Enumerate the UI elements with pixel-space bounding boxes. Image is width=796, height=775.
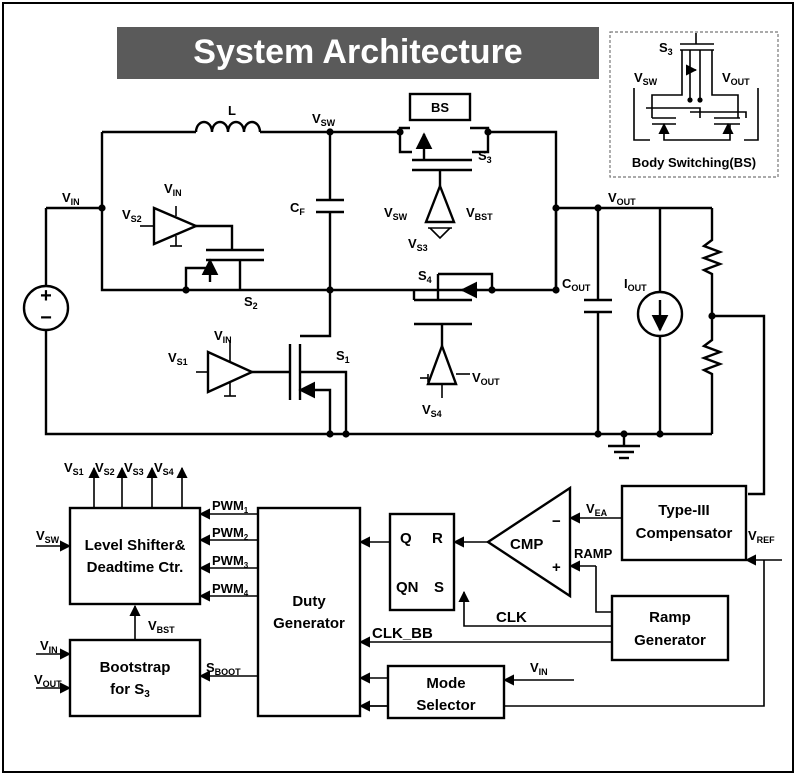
output-vs1: VS1: [64, 460, 84, 477]
inductor-l: [194, 120, 262, 133]
latch-s: S: [434, 579, 444, 596]
resistor-top: [700, 208, 724, 316]
bootstrap-line2: for S3: [110, 681, 150, 700]
s2-label: S2: [244, 294, 258, 311]
ramp-gen-line2: Generator: [634, 632, 706, 649]
bootstrap-vin-label: VIN: [40, 638, 58, 655]
bs-box: [408, 92, 472, 122]
level-shifter-line1: Level Shifter&: [85, 537, 186, 554]
duty-line2: Generator: [273, 615, 345, 632]
vsw-node-label: VSW: [312, 111, 336, 128]
duty-line1: Duty: [292, 593, 326, 610]
vbst-label: VBST: [466, 205, 493, 222]
power-stage: + −: [22, 92, 766, 496]
latch-qn: QN: [396, 579, 419, 596]
output-vs2: VS2: [95, 460, 115, 477]
level-shifter-line2: Deadtime Ctr.: [87, 559, 184, 576]
output-vs3: VS3: [124, 460, 144, 477]
sr-latch-block: [388, 512, 456, 612]
vs1-label: VS1: [168, 350, 188, 367]
vref-label: VREF: [748, 528, 775, 545]
bootstrap-line1: Bootstrap: [100, 659, 171, 676]
inset-vsw-label: VSW: [634, 70, 658, 87]
pwm1-label: PWM1: [212, 498, 249, 515]
bootstrap-block: [68, 638, 202, 718]
voltage-source: [22, 284, 70, 332]
cout-label: COUT: [562, 276, 591, 293]
vea-label: VEA: [586, 501, 608, 518]
pwm4-label: PWM4: [212, 581, 249, 598]
iout-label: IOUT: [624, 276, 647, 293]
s3-label: S3: [478, 148, 492, 165]
compensator-block: [620, 484, 748, 562]
vin-label: VIN: [62, 190, 80, 207]
cf-label: CF: [290, 200, 305, 217]
cmp-minus: −: [552, 513, 561, 530]
compensator-line1: Type-III: [658, 502, 709, 519]
vout-s4-label: VOUT: [472, 370, 500, 387]
level-vsw-label: VSW: [36, 528, 60, 545]
ramp-label: RAMP: [574, 546, 613, 561]
cmp-plus: +: [552, 559, 561, 576]
compensator-line2: Compensator: [636, 525, 733, 542]
body-switching-inset: S3 VSW VOUT Body Switching(BS): [609, 31, 779, 178]
vbst-ctrl-label: VBST: [148, 618, 175, 635]
cmp-label: CMP: [510, 536, 543, 553]
s4-driver: [426, 342, 458, 386]
level-shifter-block: [68, 506, 202, 606]
title: System Architecture: [193, 33, 522, 71]
vin-s2-label: VIN: [164, 181, 182, 198]
inset-caption: Body Switching(BS): [632, 155, 756, 170]
s1-label: S1: [336, 348, 350, 365]
ramp-gen-line1: Ramp: [649, 609, 691, 626]
s3-driver: [424, 182, 456, 224]
control-section: VS1 VS2 VS3 VS4 Level Shifter& Deadtime …: [34, 460, 782, 720]
clk-label: CLK: [496, 609, 527, 626]
inset-vout-label: VOUT: [722, 70, 750, 87]
s4-label: S4: [418, 268, 432, 285]
vin-s1-label: VIN: [214, 328, 232, 345]
pwm2-label: PWM2: [212, 525, 249, 542]
latch-q: Q: [400, 530, 412, 547]
resistor-bottom: [700, 316, 724, 434]
comparator: [485, 485, 572, 599]
vout-label: VOUT: [608, 190, 636, 207]
latch-r: R: [432, 530, 443, 547]
source-plus: +: [40, 285, 52, 307]
mode-vin-label: VIN: [530, 660, 548, 677]
clk-bb-label: CLK_BB: [372, 625, 433, 642]
s2-driver: [152, 206, 200, 246]
bootstrap-vout-label: VOUT: [34, 672, 62, 689]
vs4-label: VS4: [422, 402, 442, 419]
mode-selector-block: [386, 664, 506, 720]
duty-generator-block: [256, 506, 362, 718]
title-banner: [117, 27, 599, 79]
output-vs4: VS4: [154, 460, 174, 477]
mode-line2: Selector: [416, 697, 475, 714]
pwm3-label: PWM3: [212, 553, 249, 570]
vsw-driver-label: VSW: [384, 205, 408, 222]
sboot-label: SBOOT: [206, 660, 241, 677]
source-minus: −: [40, 307, 52, 329]
inset-s3-label: S3: [659, 40, 673, 57]
inductor-label: L: [228, 103, 236, 118]
ramp-generator-block: [610, 594, 730, 662]
mode-line1: Mode: [426, 675, 465, 692]
bs-box-label: BS: [431, 100, 449, 115]
vs2-label: VS2: [122, 207, 142, 224]
vs3-label: VS3: [408, 236, 428, 253]
